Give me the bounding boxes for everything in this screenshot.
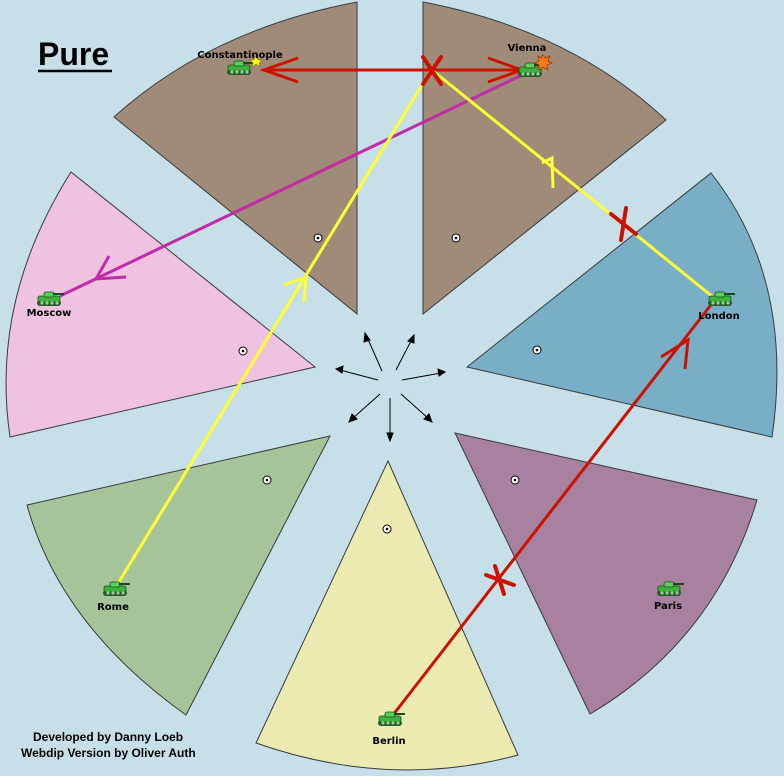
arrow-icon — [401, 368, 447, 381]
territory-london[interactable] — [465, 172, 778, 438]
arrow-icon — [334, 365, 379, 381]
failed-order-cross-icon — [484, 564, 516, 596]
arrow-icon — [395, 333, 415, 371]
arrowhead-icon — [541, 155, 555, 189]
arrowhead-icon — [660, 337, 690, 370]
credit-webdip: Webdip Version by Oliver Auth — [21, 746, 196, 760]
label-rome: Rome — [97, 602, 129, 613]
order-line — [59, 72, 525, 298]
failed-order-cross-icon — [421, 55, 443, 86]
supply-center-icon — [238, 346, 248, 356]
supply-center-icon — [532, 345, 542, 355]
arrow-icon — [363, 331, 383, 372]
arrow-icon — [386, 398, 394, 443]
label-paris: Paris — [654, 601, 682, 612]
order-line — [391, 296, 719, 716]
territories — [5, 1, 778, 771]
arrowhead-icon — [283, 274, 308, 303]
arrowhead-icon — [93, 255, 127, 281]
supply-center-icon — [382, 524, 392, 534]
supply-center-icon — [510, 475, 520, 485]
territory-berlin[interactable] — [255, 459, 519, 771]
order-line — [431, 68, 714, 299]
orders — [59, 56, 719, 716]
label-moscow: Moscow — [27, 308, 72, 319]
arrowhead-icon — [259, 56, 299, 84]
territory-paris[interactable] — [454, 432, 758, 715]
territory-moscow[interactable] — [5, 171, 317, 438]
failure-marks — [421, 55, 638, 596]
map-title: Pure — [38, 36, 109, 72]
label-vienna: Vienna — [508, 43, 547, 54]
center-arrows — [334, 331, 447, 443]
arrow-icon — [348, 393, 381, 423]
city-labels: Constantinople Vienna London Moscow Rome… — [27, 43, 740, 747]
order-line — [115, 71, 432, 586]
credit-developer: Developed by Danny Loeb — [33, 730, 183, 744]
star-icon — [249, 55, 263, 68]
arrow-icon — [400, 393, 433, 423]
territory-vienna[interactable] — [422, 1, 667, 316]
supply-center-icon — [262, 475, 272, 485]
explosion-icon — [534, 54, 553, 71]
label-constantinople: Constantinople — [197, 50, 283, 61]
failed-order-cross-icon — [609, 206, 638, 242]
territory-rome[interactable] — [26, 435, 331, 716]
label-london: London — [698, 311, 740, 322]
label-berlin: Berlin — [372, 736, 405, 747]
supply-center-icon — [313, 233, 323, 243]
supply-center-icon — [451, 233, 461, 243]
